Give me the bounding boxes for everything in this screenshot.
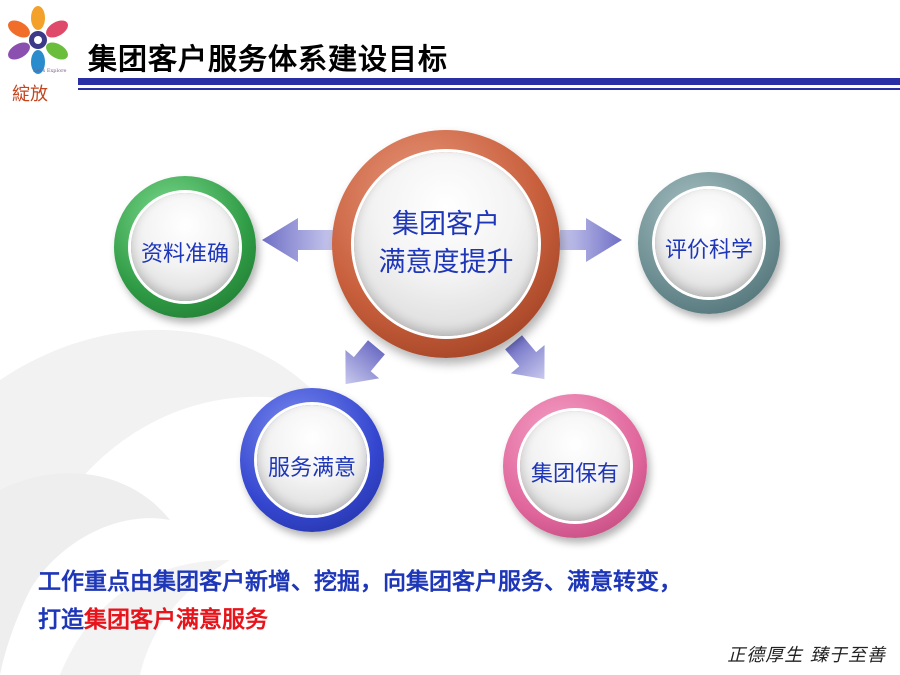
node-bottom-right-core	[520, 411, 630, 521]
node-right-label: 评价科学	[664, 238, 753, 263]
node-right-core	[655, 189, 763, 297]
logo-brand: 綻放	[12, 84, 48, 105]
flower-logo-icon	[8, 6, 68, 74]
node-bottom-right: 集团保有	[503, 394, 647, 538]
node-center-label-line1: 集团客户	[392, 209, 500, 240]
node-center-core	[354, 152, 538, 336]
title-rule-thick	[78, 78, 900, 85]
arrow-left-icon	[262, 218, 334, 262]
caption-line2-prefix: 打造	[38, 607, 84, 633]
title-rule-thin	[78, 88, 900, 90]
node-bottom-left-label: 服务满意	[267, 456, 356, 481]
node-bottom-left-core	[257, 405, 367, 515]
logo-caption: Let's Explore	[33, 68, 67, 74]
caption-line2-highlight: 集团客户满意服务	[84, 607, 268, 633]
node-center: 集团客户 满意度提升	[332, 130, 560, 358]
page-title: 集团客户服务体系建设目标	[88, 42, 449, 76]
caption-line1: 工作重点由集团客户新增、挖掘，向集团客户服务、满意转变，	[38, 569, 682, 595]
node-bottom-left: 服务满意	[240, 388, 384, 532]
node-left-core	[131, 193, 239, 301]
node-left: 资料准确	[114, 176, 256, 318]
node-right: 评价科学	[638, 172, 780, 314]
arrow-right-icon	[560, 218, 622, 262]
caption-line2: 打造集团客户满意服务	[38, 600, 268, 634]
arrow-down-left-icon	[345, 340, 385, 385]
node-bottom-right-label: 集团保有	[530, 462, 619, 487]
node-center-label-line2: 满意度提升	[378, 247, 514, 278]
node-left-label: 资料准确	[140, 242, 229, 267]
footer-seal: 正德厚生 臻于至善	[727, 645, 886, 666]
